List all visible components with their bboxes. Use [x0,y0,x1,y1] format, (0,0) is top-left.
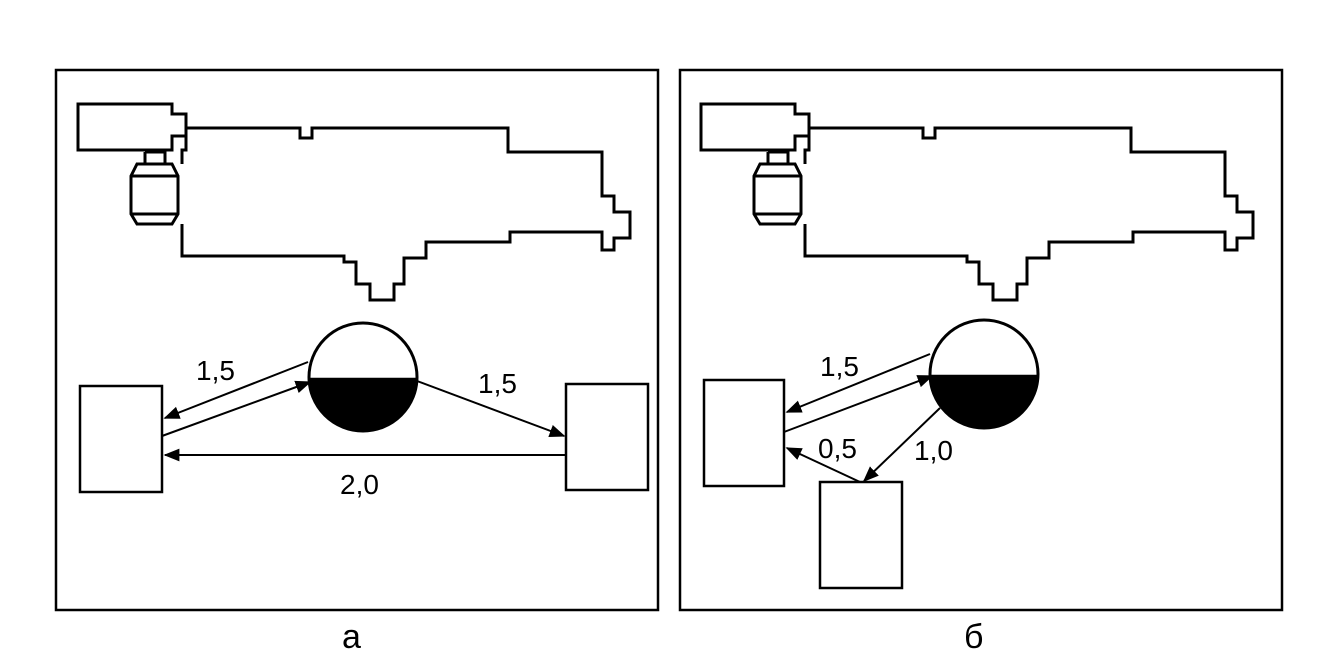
panel-b: 1,5 0,5 1,0 б [678,68,1284,656]
panel-a-arrow-tank-to-left [163,361,309,419]
panel-a-motor-coupling [129,150,180,226]
panel-a-motor-head [76,102,188,152]
panel-b-tank [928,318,1040,430]
panel-b-bottom-block [818,480,904,590]
panel-b-arrow-tank-to-bottom [862,407,941,483]
panel-a-right-block [564,382,650,492]
panel-b-machine [699,102,1255,302]
panel-b-motor-head [699,102,811,152]
panel-a-arrow-left-to-tank [161,380,312,437]
panel-b-caption: б [964,618,983,656]
panel-a-machine [76,102,632,302]
panel-a-tank [307,321,419,433]
panel-b-label-2: 0,5 [818,433,857,464]
panel-b-arrow-left-to-tank [783,375,934,433]
panel-a-left-block [78,384,164,494]
panel-b-left-block [702,378,786,488]
panel-a: 1,5 1,5 2,0 а [54,68,660,656]
panel-a-arrow-tank-to-right [416,380,566,437]
panel-a-caption: а [342,618,361,656]
panel-b-frame [678,68,1284,612]
panel-a-label-2: 1,5 [478,368,517,399]
panel-b-motor-coupling [752,150,803,226]
panel-a-machine-body [180,126,632,302]
panel-b-machine-body [803,126,1255,302]
panel-a-label-1: 1,5 [196,355,235,386]
panel-b-label-1: 1,5 [820,351,859,382]
panel-b-arrow-bottom-to-left [785,447,861,483]
panel-a-frame [54,68,660,612]
panel-b-label-3: 1,0 [914,435,953,466]
panel-a-label-3: 2,0 [340,469,379,500]
panel-b-arrow-tank-to-left [785,353,931,413]
